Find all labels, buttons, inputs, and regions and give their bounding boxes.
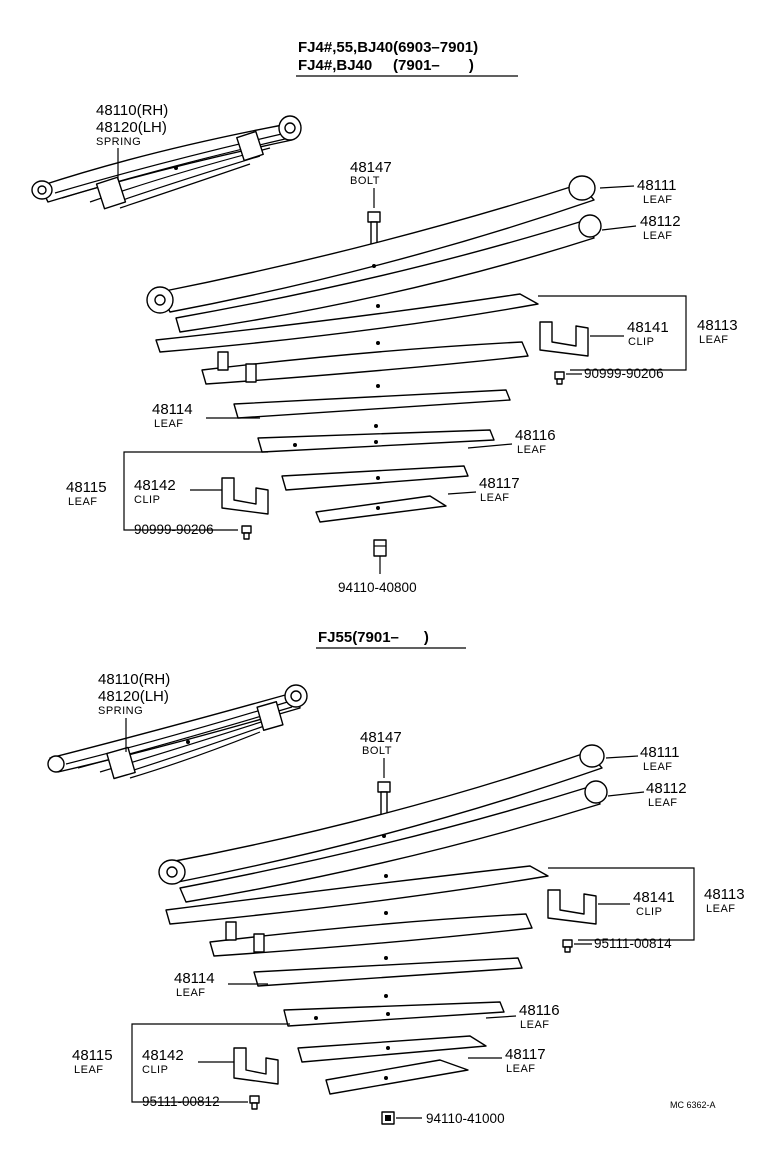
lower-nut-number: 94110-41000 xyxy=(426,1111,505,1126)
lower-leaf-48111-caption: LEAF xyxy=(643,761,673,773)
upper-header-line-2: FJ4#,BJ40 (7901– ) xyxy=(298,57,474,74)
lower-rivet-icon xyxy=(562,939,573,953)
lower-spring-assembly xyxy=(47,684,308,780)
upper-clip-48141-caption: CLIP xyxy=(628,336,654,348)
upper-clip-48142 xyxy=(221,477,269,515)
lower-leaf-48117 xyxy=(325,1059,469,1095)
upper-rivet-lower-number: 90999-90206 xyxy=(134,522,214,537)
upper-leaf-3 xyxy=(155,293,539,353)
upper-leaf-48111 xyxy=(146,175,596,314)
lower-rivet-upper-number: 95111-00814 xyxy=(594,936,672,951)
upper-leaf-3b xyxy=(201,341,529,388)
upper-bolt-icon xyxy=(367,211,381,249)
lower-leaf-48113-caption: LEAF xyxy=(706,903,736,915)
lower-leaf-48116 xyxy=(297,1035,487,1063)
lower-leaf-48112-caption: LEAF xyxy=(648,797,678,809)
upper-leaf-48114-caption: LEAF xyxy=(154,418,184,430)
upper-clip-48141-number: 48141 xyxy=(627,319,669,336)
lower-leaf-48117-number: 48117 xyxy=(505,1046,546,1063)
upper-leaf-48117-caption: LEAF xyxy=(480,492,510,504)
lower-nut-icon xyxy=(381,1111,395,1125)
upper-leaf-48111-caption: LEAF xyxy=(643,194,673,206)
upper-rivet-upper-number: 90999-90206 xyxy=(584,366,664,381)
lower-leaf-48113-number: 48113 xyxy=(704,886,745,903)
lower-leaf-48114 xyxy=(253,957,523,998)
lower-leaf-48117-caption: LEAF xyxy=(506,1063,536,1075)
upper-leaf-48112 xyxy=(175,214,602,333)
upper-leaf-48113-caption: LEAF xyxy=(699,334,729,346)
lower-clip-48141-caption: CLIP xyxy=(636,906,662,918)
upper-bracket-48115 xyxy=(123,451,268,531)
upper-leaf-48116 xyxy=(281,465,469,491)
lower-spring-number-rh: 48110(RH) xyxy=(98,671,170,688)
lower-leaf-48116-number: 48116 xyxy=(519,1002,560,1019)
lower-clip-48141-number: 48141 xyxy=(633,889,675,906)
upper-leaf-48114-number: 48114 xyxy=(152,401,193,418)
upper-leaf-48116-caption: LEAF xyxy=(517,444,547,456)
upper-nut-icon xyxy=(373,539,387,557)
lower-leaf-48114-number: 48114 xyxy=(174,970,215,987)
lower-spring-number-lh: 48120(LH) xyxy=(98,688,169,705)
lower-clip-48142 xyxy=(233,1047,279,1085)
upper-leaf-48113-number: 48113 xyxy=(697,317,738,334)
lower-clip-48141 xyxy=(547,889,597,925)
upper-spring-number-rh: 48110(RH) xyxy=(96,102,168,119)
upper-bolt-number: 48147 xyxy=(350,159,392,176)
lower-header-line-1: FJ55(7901– ) xyxy=(318,629,429,646)
upper-leaf-5 xyxy=(257,429,495,453)
upper-spring-number-lh: 48120(LH) xyxy=(96,119,167,136)
lower-section: FJ55(7901– ) 48110(RH) 48120(LH) SPRING … xyxy=(47,629,745,1126)
upper-header-line-1: FJ4#,55,BJ40(6903–7901) xyxy=(298,39,478,56)
upper-leaf-48116-number: 48116 xyxy=(515,427,556,444)
lower-bracket-48115 xyxy=(131,1023,290,1103)
lower-rivet-lower-number: 95111-00812 xyxy=(142,1094,220,1109)
upper-leaf-48115-number: 48115 xyxy=(66,479,107,496)
upper-clip-48141 xyxy=(539,321,589,357)
lower-leaf-5 xyxy=(283,1001,505,1027)
upper-rivet-icon xyxy=(554,371,565,385)
upper-rivet-lower-icon xyxy=(241,525,252,540)
upper-leaf-48115-caption: LEAF xyxy=(68,496,98,508)
upper-leaf-48117-number: 48117 xyxy=(479,475,520,492)
lower-leaf-48112 xyxy=(179,780,608,903)
lower-bolt-caption: BOLT xyxy=(362,745,392,757)
lower-clip-48142-number: 48142 xyxy=(142,1047,184,1064)
lower-leaf-48111-number: 48111 xyxy=(640,744,680,761)
upper-clip-48142-caption: CLIP xyxy=(134,494,160,506)
lower-leaf-48115-caption: LEAF xyxy=(74,1064,104,1076)
upper-section: FJ4#,55,BJ40(6903–7901) FJ4#,BJ40 (7901–… xyxy=(31,39,738,595)
lower-rivet-lower-icon xyxy=(249,1095,260,1110)
lower-bolt-number: 48147 xyxy=(360,729,402,746)
upper-leaf-48112-number: 48112 xyxy=(640,213,681,230)
upper-leaf-48114 xyxy=(233,389,511,428)
footer-code: MC 6362-A xyxy=(670,1100,716,1110)
lower-leaf-3b xyxy=(209,913,533,960)
upper-nut-number: 94110-40800 xyxy=(338,580,417,595)
lower-leaf-3 xyxy=(165,865,549,925)
upper-spring-caption: SPRING xyxy=(96,136,141,148)
lower-spring-caption: SPRING xyxy=(98,705,143,717)
upper-spring-assembly xyxy=(31,115,302,210)
lower-leaf-48112-number: 48112 xyxy=(646,780,687,797)
lower-leaf-48111 xyxy=(158,744,605,885)
lower-leaf-48115-number: 48115 xyxy=(72,1047,113,1064)
lower-leaf-48114-caption: LEAF xyxy=(176,987,206,999)
upper-bracket-48113 xyxy=(538,295,687,371)
upper-clip-48142-number: 48142 xyxy=(134,477,176,494)
upper-leaf-48111-number: 48111 xyxy=(637,177,677,194)
lower-leaf-48116-caption: LEAF xyxy=(520,1019,550,1031)
lower-bracket-48113 xyxy=(548,867,695,941)
upper-bolt-caption: BOLT xyxy=(350,175,380,187)
upper-leaf-48117 xyxy=(315,495,447,523)
lower-clip-48142-caption: CLIP xyxy=(142,1064,168,1076)
upper-leaf-48112-caption: LEAF xyxy=(643,230,673,242)
